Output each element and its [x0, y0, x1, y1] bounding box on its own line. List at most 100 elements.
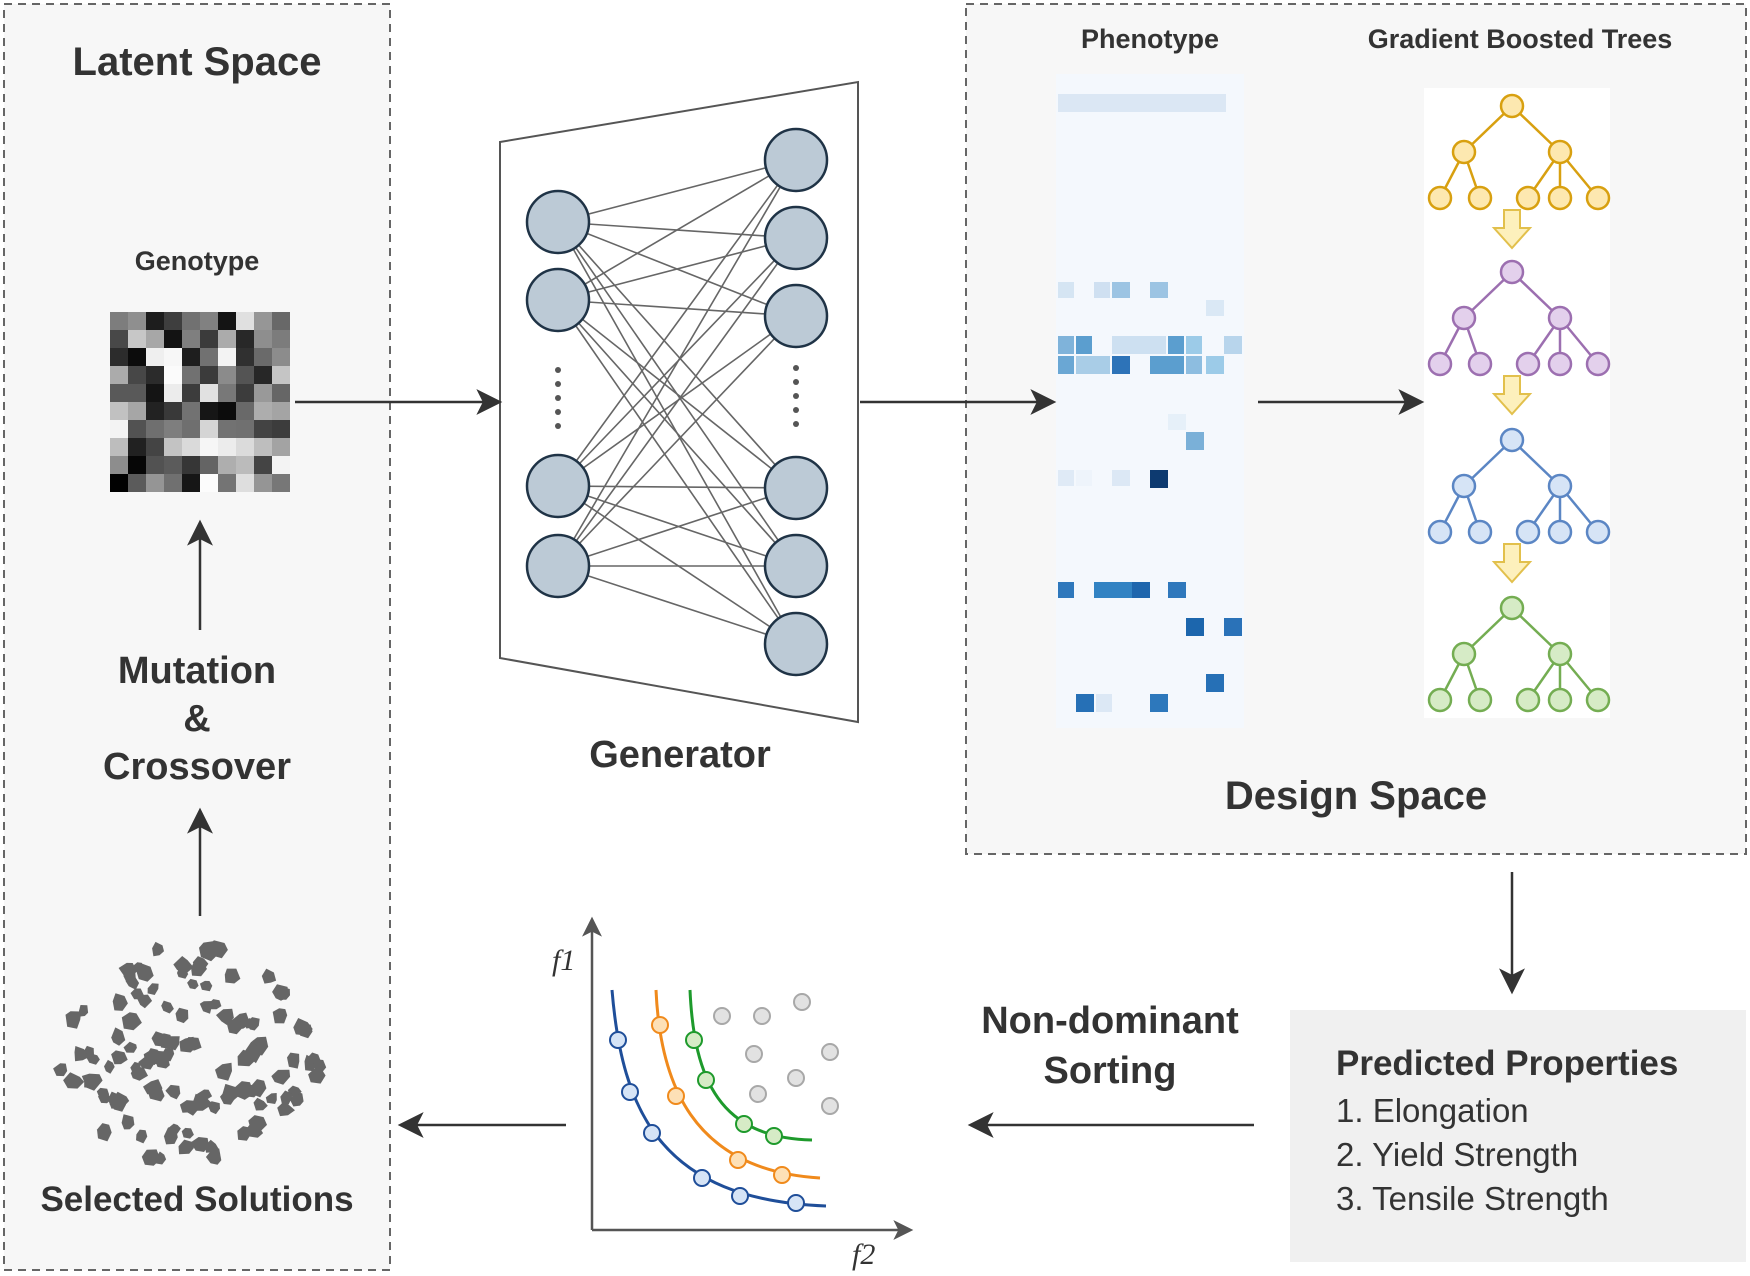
phenotype-cell — [1186, 356, 1202, 374]
phenotype-cell — [1076, 356, 1110, 374]
phenotype-cell — [1058, 470, 1074, 486]
solution-blob — [226, 1018, 243, 1035]
ampersand-label: & — [183, 698, 211, 740]
genotype-cell — [218, 348, 236, 366]
solution-blob — [199, 941, 218, 962]
genotype-label: Genotype — [134, 246, 260, 276]
connection-line — [557, 565, 797, 645]
genotype-cell — [110, 438, 128, 456]
solution-blob — [121, 1114, 135, 1130]
solution-blob — [253, 1097, 268, 1111]
solution-blob — [173, 956, 194, 973]
phenotype-cell — [1132, 582, 1150, 598]
genotype-cell — [236, 348, 254, 366]
solution-blob — [175, 1007, 189, 1024]
genotype-cell — [128, 474, 146, 492]
phenotype-cell — [1224, 336, 1242, 354]
pareto-point — [685, 1031, 703, 1049]
genotype-cell — [272, 384, 290, 402]
genotype-cell — [236, 330, 254, 348]
tree-node — [1547, 139, 1573, 165]
genotype-cell — [110, 330, 128, 348]
phenotype-cell — [1076, 336, 1092, 354]
solution-blob — [163, 1036, 180, 1051]
genotype-cell — [146, 312, 164, 330]
genotype-cell — [236, 474, 254, 492]
tree-node — [1499, 93, 1525, 119]
genotype-cell — [164, 312, 182, 330]
tree-node — [1585, 519, 1611, 545]
solution-blob — [205, 1148, 222, 1165]
genotype-cell — [200, 348, 218, 366]
pareto-point — [765, 1127, 783, 1145]
pareto-point — [773, 1166, 791, 1184]
solution-blob — [123, 1041, 137, 1053]
solution-blob — [216, 1008, 234, 1025]
genotype-cell — [218, 384, 236, 402]
solution-blob — [244, 1018, 256, 1029]
tree-node — [1515, 185, 1541, 211]
phenotype-cell — [1150, 282, 1168, 298]
genotype-cell — [200, 366, 218, 384]
genotype-cell — [164, 438, 182, 456]
solution-blob — [178, 1139, 194, 1155]
tree-node — [1547, 473, 1573, 499]
tree-node — [1547, 185, 1573, 211]
phenotype-cell — [1112, 336, 1166, 354]
genotype-cell — [128, 312, 146, 330]
gradient-boosted-trees — [1427, 93, 1611, 713]
mutation-label: Mutation — [117, 650, 277, 692]
tree-node — [1467, 687, 1493, 713]
design-space-title: Design Space — [1224, 774, 1488, 818]
connection-line — [557, 159, 797, 487]
phenotype-cell — [1058, 282, 1074, 298]
solution-blob — [181, 1127, 194, 1139]
connection-line — [557, 299, 797, 489]
tree-node — [1585, 351, 1611, 377]
solution-blob — [85, 1053, 100, 1065]
genotype-cell — [128, 438, 146, 456]
neuron-node — [525, 189, 591, 255]
genotype-cell — [182, 456, 200, 474]
genotype-cell — [200, 330, 218, 348]
genotype-cell — [110, 366, 128, 384]
tree-node — [1427, 351, 1453, 377]
genotype-cell — [272, 438, 290, 456]
phenotype-cell — [1206, 356, 1224, 374]
phenotype-cell — [1168, 414, 1186, 430]
pareto-point — [697, 1071, 715, 1089]
pareto-point — [643, 1124, 661, 1142]
genotype-cell — [254, 384, 272, 402]
tree-node — [1427, 687, 1453, 713]
solution-blob — [196, 1089, 213, 1100]
phenotype-cell — [1224, 618, 1242, 636]
connection-line — [557, 221, 797, 489]
dominated-point — [745, 1045, 763, 1063]
genotype-cell — [182, 438, 200, 456]
dominated-point — [787, 1069, 805, 1087]
phenotype-cell — [1186, 336, 1202, 354]
latent-space-panel — [3, 3, 391, 1271]
decision-tree — [1427, 595, 1611, 713]
genotype-cell — [128, 420, 146, 438]
tree-node — [1451, 641, 1477, 667]
tree-node — [1499, 595, 1525, 621]
genotype-cell — [236, 456, 254, 474]
tree-node — [1427, 519, 1453, 545]
tree-node — [1451, 473, 1477, 499]
pareto-point — [651, 1016, 669, 1034]
property-item-yield-strength: 2. Yield Strength — [1336, 1136, 1579, 1173]
genotype-cell — [182, 402, 200, 420]
tree-node — [1585, 687, 1611, 713]
trees-label: Gradient Boosted Trees — [1367, 24, 1673, 54]
solution-blob — [111, 1027, 126, 1046]
genotype-cell — [128, 456, 146, 474]
pareto-plot — [582, 916, 914, 1240]
genotype-cell — [236, 438, 254, 456]
boosting-arrow-icon — [1491, 375, 1533, 416]
phenotype-cell — [1186, 432, 1204, 450]
genotype-cell — [146, 474, 164, 492]
tree-node — [1515, 687, 1541, 713]
genotype-cell — [110, 456, 128, 474]
pareto-point — [729, 1151, 747, 1169]
